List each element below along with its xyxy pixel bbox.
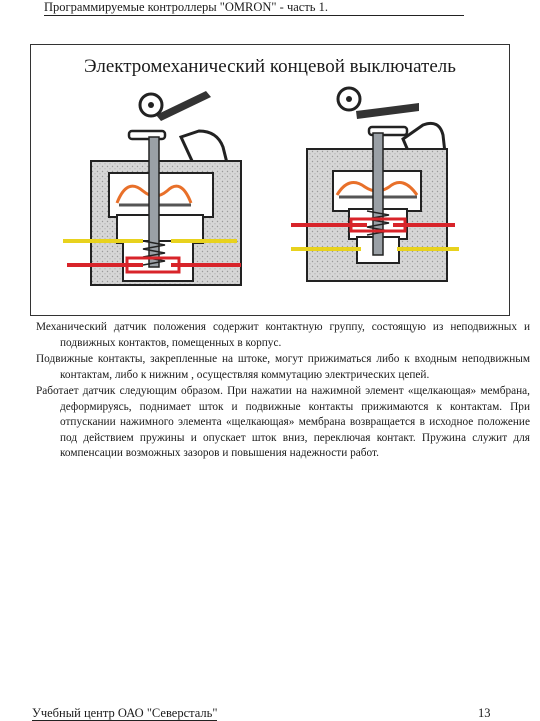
limit-switch-illustration xyxy=(63,86,459,286)
footer-organization: Учебный центр ОАО "Северсталь" xyxy=(32,706,218,721)
page-number: 13 xyxy=(478,706,491,720)
page-header: Программируемые контроллеры "OMRON" - ча… xyxy=(44,0,464,16)
body-text: Механический датчик положения содержит к… xyxy=(36,320,530,463)
switch-right-diagram xyxy=(291,86,459,282)
slide-figure: Электромеханический концевой выключатель xyxy=(30,44,510,316)
switch-left-diagram xyxy=(63,91,242,286)
slide-title: Электромеханический концевой выключатель xyxy=(84,56,456,77)
paragraph-2: Подвижные контакты, закрепленные на шток… xyxy=(36,353,530,381)
paragraph-1: Механический датчик положения содержит к… xyxy=(36,321,530,349)
paragraph-3: Работает датчик следующим образом. При н… xyxy=(36,385,530,459)
